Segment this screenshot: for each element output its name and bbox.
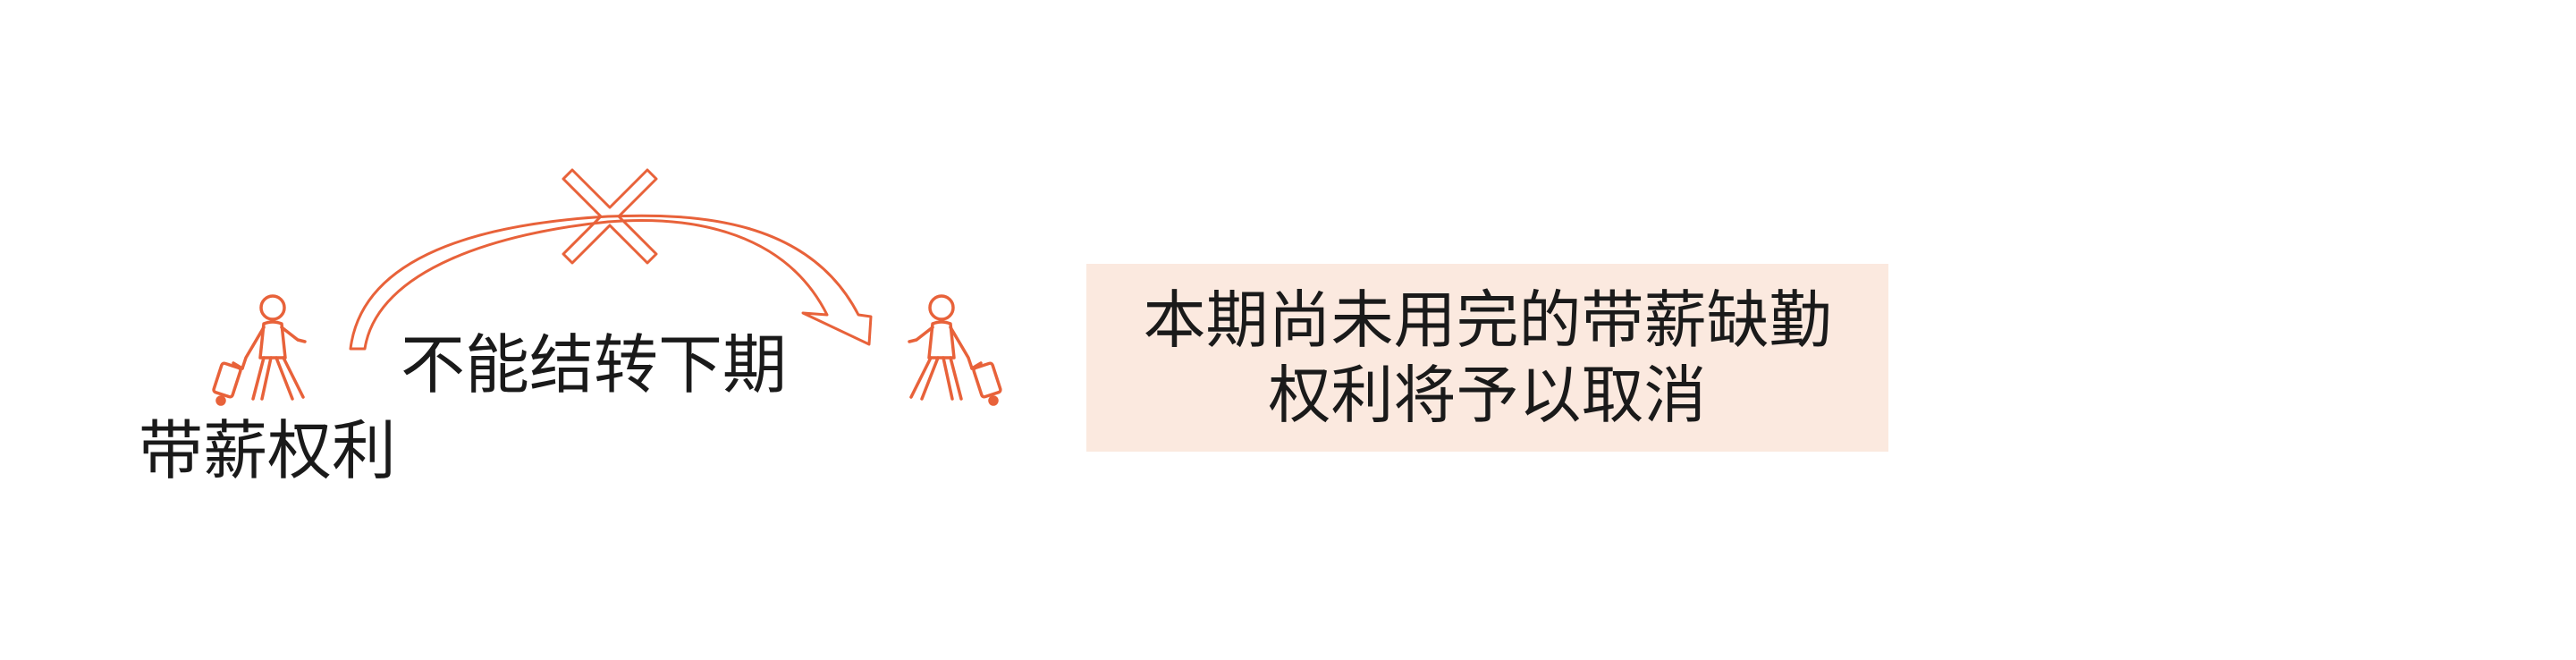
arrow-label: 不能结转下期 xyxy=(401,327,788,402)
curved-arrow-icon xyxy=(349,214,873,351)
note-box: 本期尚未用完的带薪缺勤 权利将予以取消 xyxy=(1086,264,1888,452)
left-label: 带薪权利 xyxy=(139,413,397,488)
cross-icon xyxy=(562,168,658,265)
traveler-icon xyxy=(212,294,307,406)
traveler-icon xyxy=(908,294,1002,406)
note-line-2: 权利将予以取消 xyxy=(1268,359,1707,432)
note-line-1: 本期尚未用完的带薪缺勤 xyxy=(1143,283,1832,357)
